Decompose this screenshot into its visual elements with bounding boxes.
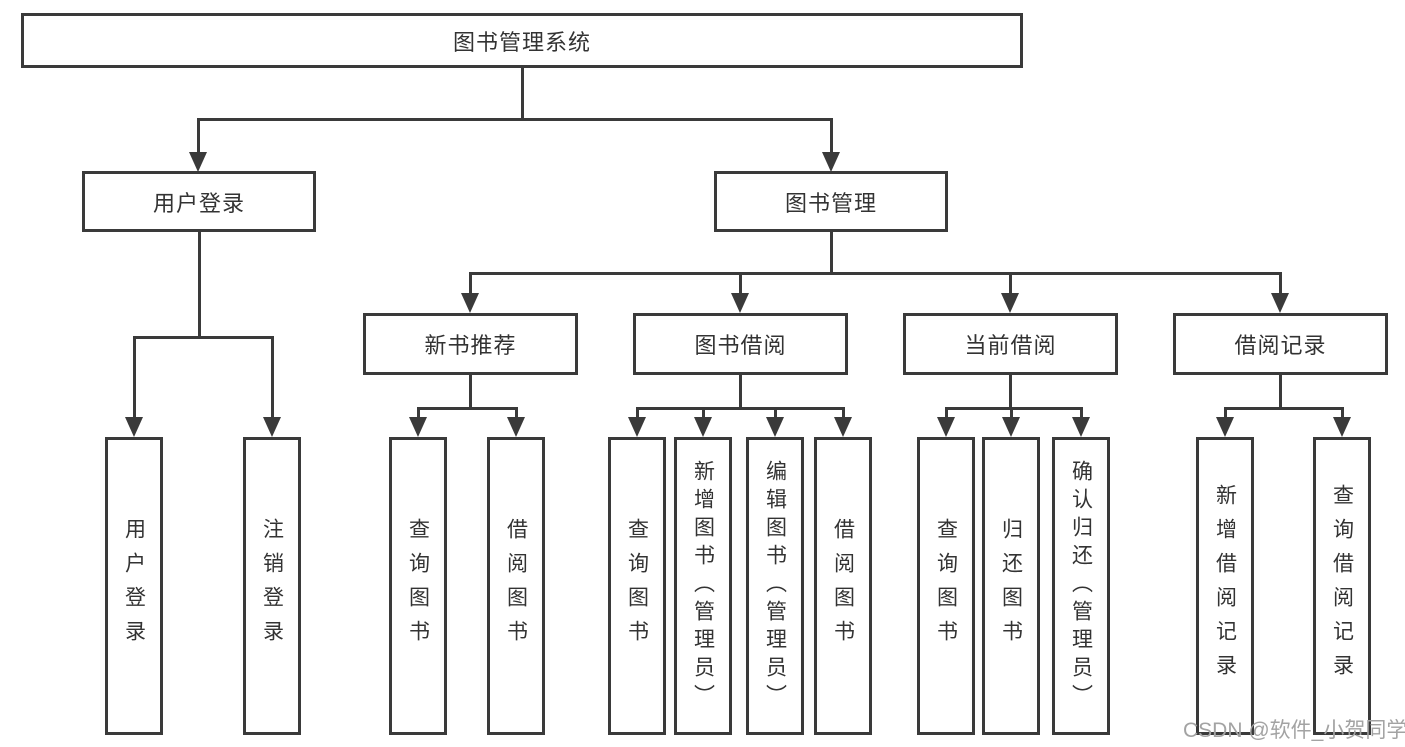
connector-root-hline	[197, 118, 833, 121]
leaf-confirm-return-admin: 确认归还（管理员）	[1052, 437, 1110, 735]
leaf-query-books-recommend-label: 查询图书	[406, 518, 430, 654]
arrow-stem	[1080, 407, 1083, 421]
leaf-query-books-borrow: 查询图书	[608, 437, 666, 735]
connector-bookmgmt-vline	[830, 232, 833, 275]
leaf-return-book: 归还图书	[982, 437, 1040, 735]
arrow-stem	[1010, 407, 1013, 421]
arrow-head	[628, 417, 646, 437]
leaf-query-borrow-record-label: 查询借阅记录	[1330, 484, 1354, 688]
arrow-stem	[830, 118, 833, 156]
arrow-head	[1002, 417, 1020, 437]
leaf-add-book-admin: 新增图书（管理员）	[674, 437, 732, 735]
arrow-head	[125, 417, 143, 437]
arrow-stem	[197, 118, 200, 156]
connector-bookborrow-hline	[636, 407, 845, 410]
connector-borrowrecords-vline	[1279, 374, 1282, 410]
arrow-head	[409, 417, 427, 437]
node-user-login: 用户登录	[82, 171, 316, 232]
arrow-head	[189, 152, 207, 172]
arrow-stem	[702, 407, 705, 421]
connector-userlogin-hline	[133, 336, 274, 339]
node-new-book-recommend-label: 新书推荐	[424, 333, 517, 358]
arrow-head	[263, 417, 281, 437]
arrow-stem	[133, 336, 136, 421]
connector-currentborrow-vline	[1009, 374, 1012, 410]
leaf-query-books-borrow-label: 查询图书	[625, 518, 649, 654]
connector-bookmgmt-hline	[469, 272, 1282, 275]
node-current-borrow-label: 当前借阅	[964, 333, 1057, 358]
leaf-user-login-label: 用户登录	[122, 518, 146, 654]
leaf-query-books-recommend: 查询图书	[389, 437, 447, 735]
node-book-management-label: 图书管理	[784, 190, 877, 216]
leaf-query-borrow-record: 查询借阅记录	[1313, 437, 1371, 735]
node-current-borrow: 当前借阅	[903, 313, 1118, 375]
node-borrow-records-label: 借阅记录	[1234, 333, 1327, 358]
leaf-borrow-books-borrow-label: 借阅图书	[831, 518, 855, 654]
connector-userlogin-vline	[198, 232, 201, 339]
arrow-stem	[842, 407, 845, 421]
arrow-head	[1001, 293, 1019, 313]
connector-root-vline	[521, 68, 524, 121]
connector-borrowrecords-hline	[1224, 407, 1344, 410]
arrow-stem	[515, 407, 518, 421]
leaf-return-book-label: 归还图书	[999, 518, 1023, 654]
connector-recommend-vline	[469, 374, 472, 410]
node-user-login-label: 用户登录	[152, 190, 245, 216]
arrow-stem	[1009, 272, 1012, 296]
arrow-head	[834, 417, 852, 437]
arrow-head	[461, 293, 479, 313]
arrow-head	[1072, 417, 1090, 437]
leaf-edit-book-admin: 编辑图书（管理员）	[746, 437, 804, 735]
arrow-stem	[1224, 407, 1227, 421]
leaf-query-books-current-label: 查询图书	[934, 518, 958, 654]
arrow-head	[822, 152, 840, 172]
leaf-add-book-admin-label: 新增图书（管理员）	[691, 460, 715, 712]
leaf-user-login: 用户登录	[105, 437, 163, 735]
arrow-head	[1216, 417, 1234, 437]
connector-recommend-hline	[417, 407, 518, 410]
arrow-head	[1333, 417, 1351, 437]
arrow-stem	[739, 272, 742, 296]
arrow-head	[766, 417, 784, 437]
node-root-label: 图书管理系统	[452, 29, 591, 55]
arrow-head	[731, 293, 749, 313]
arrow-head	[694, 417, 712, 437]
leaf-borrow-books-borrow: 借阅图书	[814, 437, 872, 735]
arrow-stem	[469, 272, 472, 296]
leaf-borrow-books-recommend: 借阅图书	[487, 437, 545, 735]
leaf-add-borrow-record-label: 新增借阅记录	[1213, 484, 1237, 688]
node-borrow-records: 借阅记录	[1173, 313, 1388, 375]
arrow-head	[1271, 293, 1289, 313]
connector-currentborrow-hline	[945, 407, 1083, 410]
connector-bookborrow-vline	[739, 374, 742, 410]
node-root: 图书管理系统	[21, 13, 1023, 68]
arrow-stem	[271, 336, 274, 421]
arrow-head	[507, 417, 525, 437]
arrow-head	[937, 417, 955, 437]
leaf-edit-book-admin-label: 编辑图书（管理员）	[763, 460, 787, 712]
leaf-logout: 注销登录	[243, 437, 301, 735]
leaf-query-books-current: 查询图书	[917, 437, 975, 735]
leaf-borrow-books-recommend-label: 借阅图书	[504, 518, 528, 654]
leaf-confirm-return-admin-label: 确认归还（管理员）	[1069, 460, 1093, 712]
leaf-add-borrow-record: 新增借阅记录	[1196, 437, 1254, 735]
node-book-borrow: 图书借阅	[633, 313, 848, 375]
leaf-logout-label: 注销登录	[260, 518, 284, 654]
arrow-stem	[636, 407, 639, 421]
node-new-book-recommend: 新书推荐	[363, 313, 578, 375]
arrow-stem	[774, 407, 777, 421]
arrow-stem	[945, 407, 948, 421]
node-book-borrow-label: 图书借阅	[694, 333, 787, 358]
watermark: CSDN @软件_小贺同学	[1183, 719, 1405, 742]
arrow-stem	[417, 407, 420, 421]
arrow-stem	[1341, 407, 1344, 421]
node-book-management: 图书管理	[714, 171, 948, 232]
arrow-stem	[1279, 272, 1282, 296]
